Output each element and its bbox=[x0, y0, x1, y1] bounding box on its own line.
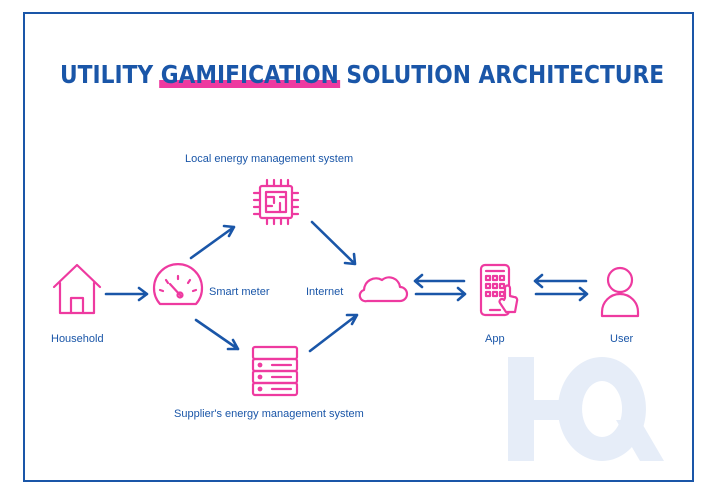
user-label: User bbox=[610, 333, 634, 345]
title-part-1: UTILITY bbox=[60, 60, 161, 89]
arrow-supplier-ems-to-internet bbox=[308, 313, 359, 353]
household-label: Household bbox=[51, 333, 104, 345]
cloud-icon bbox=[358, 276, 409, 303]
chip-icon bbox=[252, 178, 300, 226]
page-title: UTILITY GAMIFICATION SOLUTION ARCHITECTU… bbox=[60, 60, 664, 89]
gauge-icon bbox=[152, 263, 204, 306]
local-ems-label: Local energy management system bbox=[185, 153, 354, 165]
arrows-internet-app-bidirectional bbox=[413, 273, 467, 302]
arrow-meter-to-local-ems bbox=[189, 224, 236, 260]
supplier-ems-label: Supplier's energy management system bbox=[174, 408, 364, 420]
arrow-meter-to-supplier-ems bbox=[194, 318, 240, 351]
arrow-local-ems-to-internet bbox=[310, 220, 357, 266]
diagram-frame bbox=[23, 12, 694, 482]
arrows-app-user-bidirectional bbox=[533, 273, 589, 302]
arrow-household-to-meter bbox=[104, 286, 149, 302]
title-part-2: SOLUTION ARCHITECTURE bbox=[338, 60, 665, 89]
user-icon bbox=[600, 266, 640, 318]
house-icon bbox=[52, 263, 102, 315]
phone-app-icon bbox=[479, 263, 519, 317]
server-icon bbox=[251, 345, 299, 397]
title-highlight: GAMIFICATION bbox=[160, 60, 339, 89]
hq-watermark bbox=[508, 357, 664, 461]
app-label: App bbox=[485, 333, 505, 345]
internet-label: Internet bbox=[306, 286, 344, 298]
smart-meter-label: Smart meter bbox=[209, 286, 270, 298]
